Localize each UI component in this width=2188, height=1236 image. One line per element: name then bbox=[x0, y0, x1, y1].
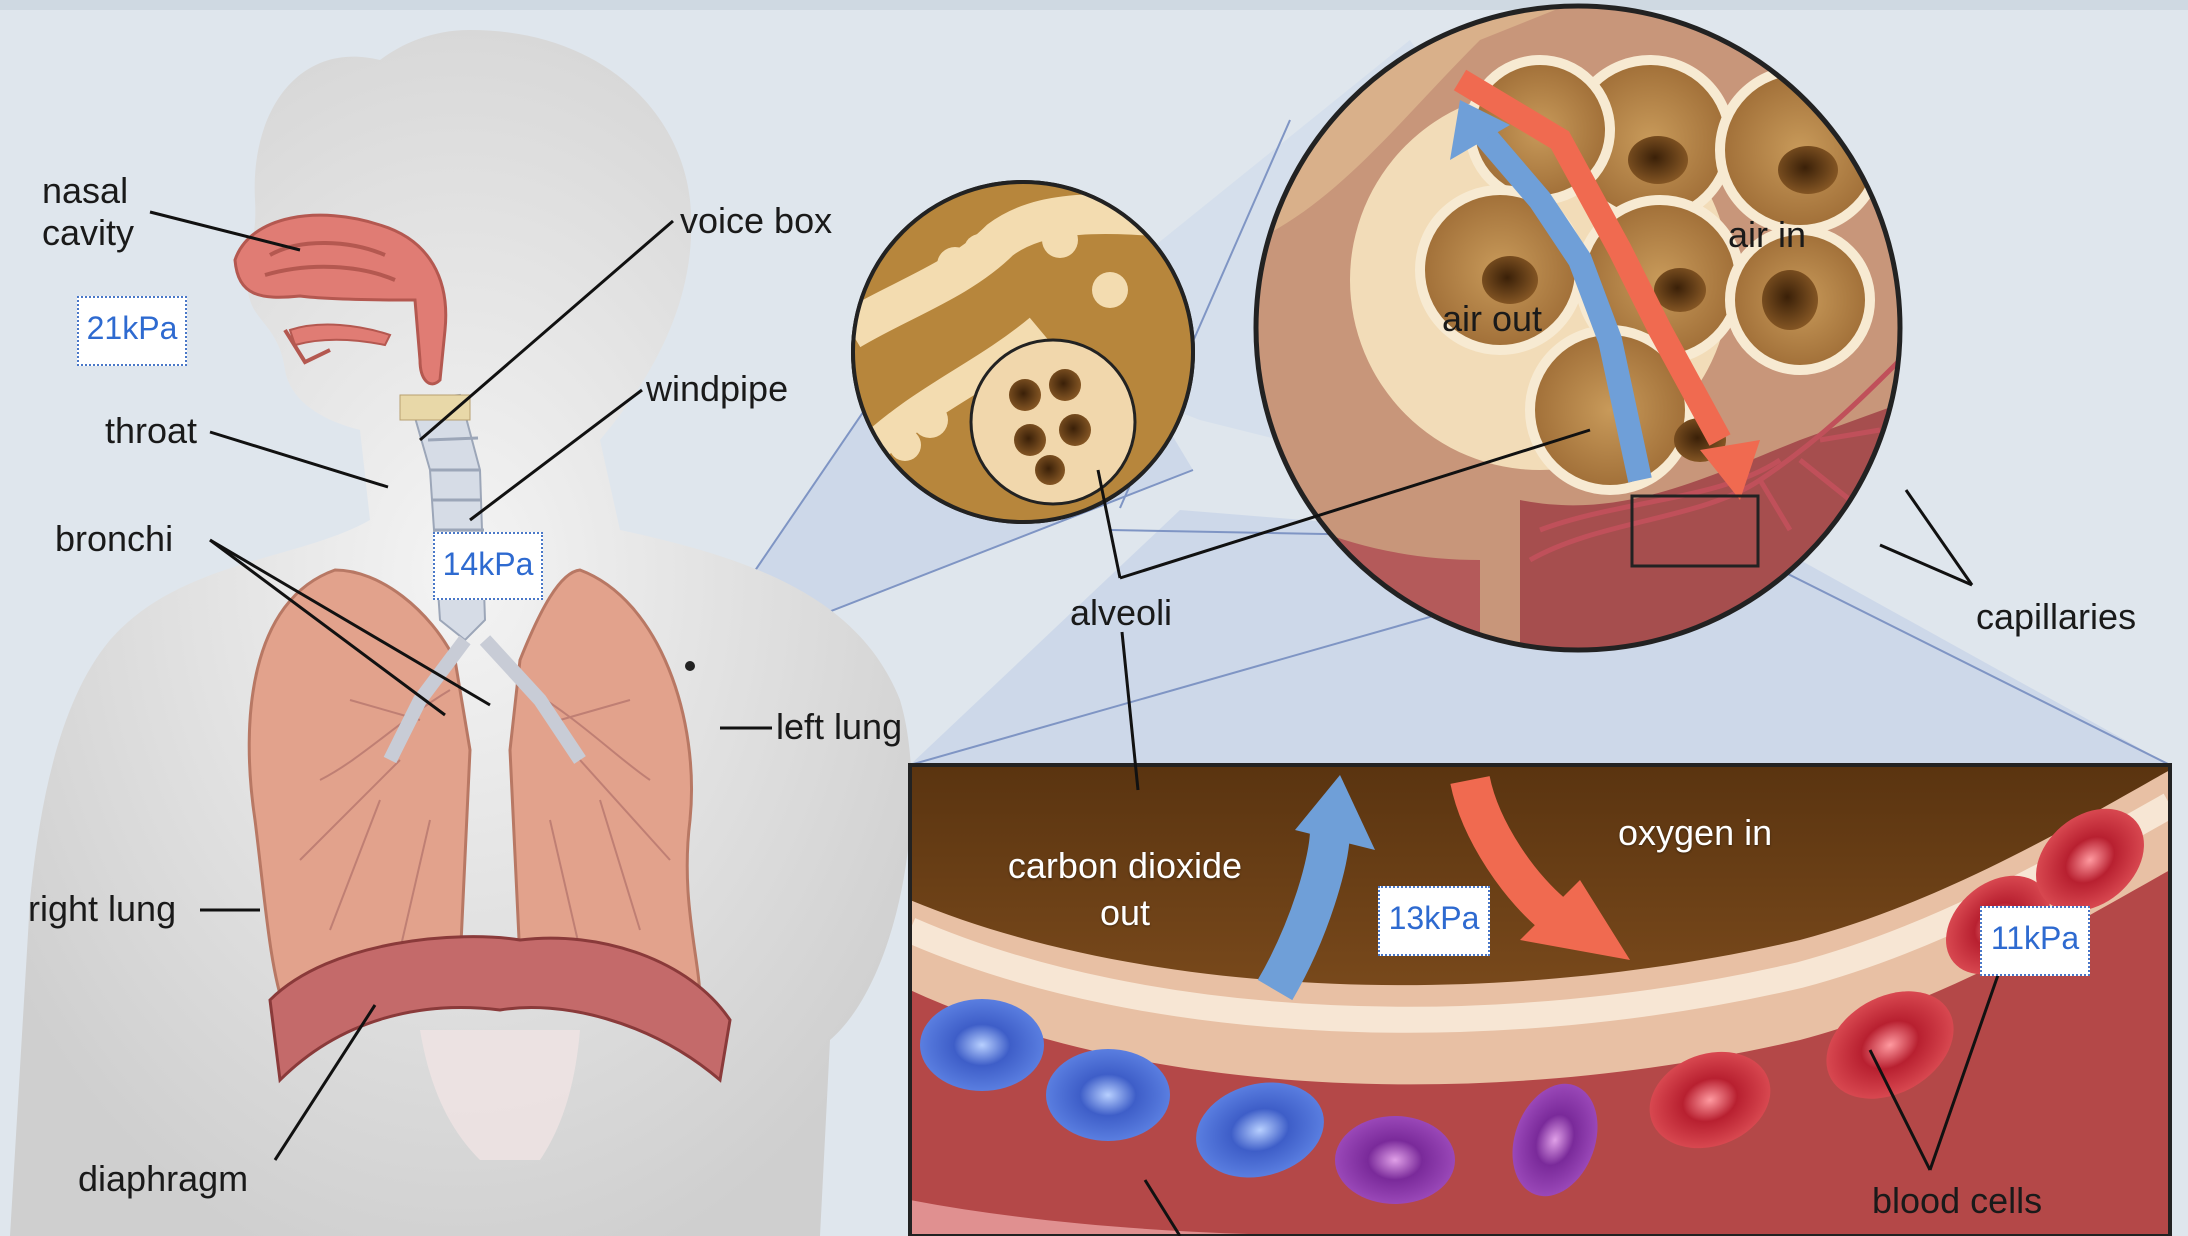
oxygen-in-label: oxygen in bbox=[1618, 812, 1772, 853]
diaphragm-label: diaphragm bbox=[78, 1158, 248, 1199]
air-in-label: air in bbox=[1728, 214, 1806, 255]
alveoli-label: alveoli bbox=[1070, 592, 1172, 633]
nasal-cavity-label-line1: nasal bbox=[42, 170, 128, 211]
pressure-badge-nasal: 21kPa bbox=[77, 296, 187, 366]
carbon-dioxide-out-label-line2: out bbox=[985, 892, 1265, 933]
air-out-label: air out bbox=[1442, 298, 1542, 339]
gas-exchange-inset bbox=[910, 765, 2170, 1236]
bronchi-label: bronchi bbox=[55, 518, 173, 559]
windpipe-label: windpipe bbox=[646, 368, 788, 409]
left-lung-label: left lung bbox=[776, 706, 902, 747]
right-lung-label: right lung bbox=[28, 888, 176, 929]
pressure-badge-alveolar: 13kPa bbox=[1378, 886, 1490, 956]
nasal-cavity-label-line2: cavity bbox=[42, 212, 134, 253]
voice-box-label: voice box bbox=[680, 200, 832, 241]
capillaries-label: capillaries bbox=[1976, 596, 2136, 637]
throat-label: throat bbox=[105, 410, 197, 451]
pressure-badge-blood: 11kPa bbox=[1980, 906, 2090, 976]
blood-cells-label: blood cells bbox=[1872, 1180, 2042, 1221]
pressure-badge-windpipe: 14kPa bbox=[433, 532, 543, 600]
carbon-dioxide-out-label-line1: carbon dioxide bbox=[985, 845, 1265, 886]
